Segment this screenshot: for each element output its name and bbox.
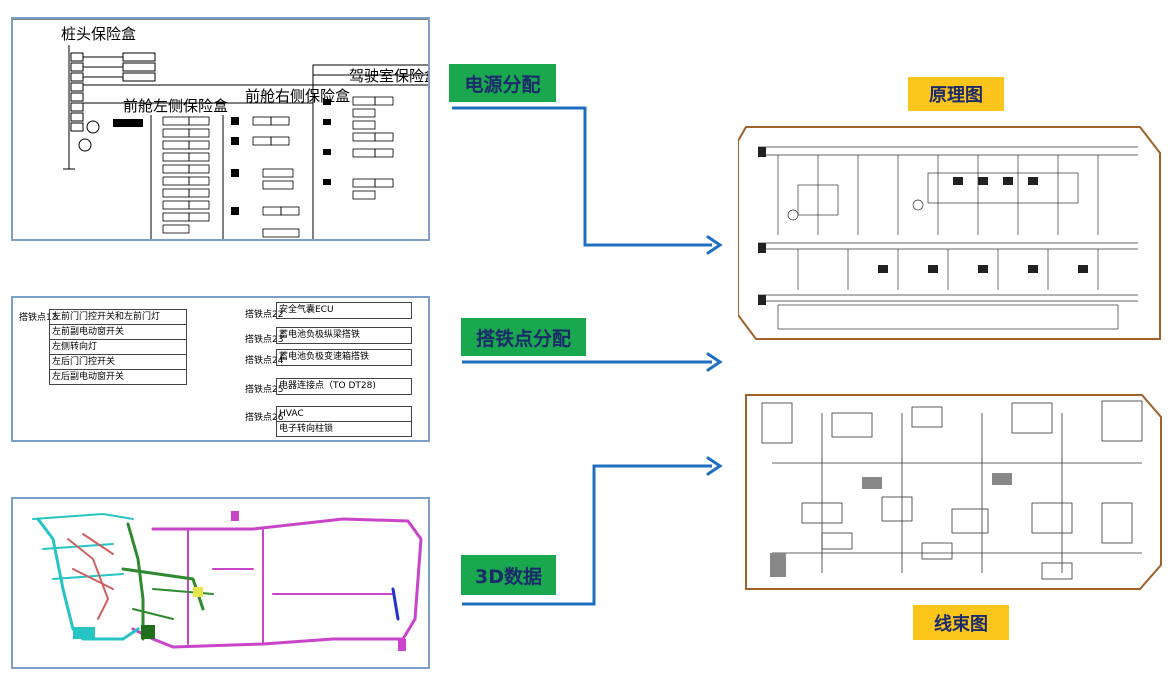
ground-13-item-2: 左前副电动窗开关 — [49, 324, 187, 340]
harness-label: 线束图 — [913, 605, 1009, 640]
harness-drawing — [742, 393, 1163, 591]
ground-point-24-label: 搭铁点24 — [245, 356, 284, 366]
ground-distribution-label: 搭铁点分配 — [461, 318, 586, 356]
ground-23-item-1: 蓄电池负极纵梁搭铁 — [276, 327, 412, 344]
ground-26-item-2: 电子转向柱锁 — [276, 421, 412, 437]
schematic-drawing — [738, 125, 1163, 343]
ground-26-item-1: HVAC — [276, 406, 412, 422]
ground-22-item-1: 安全气囊ECU — [276, 302, 412, 319]
fuse-box-title-pile: 桩头保险盒 — [61, 25, 137, 43]
3d-data-label: 3D数据 — [461, 555, 556, 595]
ground-13-item-5: 左后副电动窗开关 — [49, 369, 187, 385]
fuse-box-panel: 桩头保险盒 前舱左侧保险盒 前舱右侧保险盒 驾驶室保险盒 — [11, 17, 430, 241]
ground-point-13-label: 搭铁点13 — [19, 313, 58, 323]
fuse-box-wiring — [13, 19, 428, 239]
ground-point-25-label: 搭铁点25 — [245, 385, 284, 395]
ground-point-26-label: 搭铁点26 — [245, 413, 284, 423]
ground-13-item-1: 左前门门控开关和左前门灯 — [49, 309, 187, 325]
ground-25-item-1: 电器连接点（TO DT28) — [276, 378, 412, 395]
ground-13-item-4: 左后门门控开关 — [49, 354, 187, 370]
harness-3d-panel — [11, 497, 430, 669]
arrow-power — [452, 106, 712, 247]
fuse-box-title-cab: 驾驶室保险盒 — [349, 67, 428, 85]
schematic-label: 原理图 — [908, 77, 1004, 111]
ground-24-item-1: 蓄电池负极变速箱搭铁 — [276, 349, 412, 366]
ground-13-item-3: 左侧转向灯 — [49, 339, 187, 355]
power-distribution-label: 电源分配 — [449, 64, 556, 102]
ground-point-22-label: 搭铁点22 — [245, 310, 284, 320]
ground-point-panel: 搭铁点13 左前门门控开关和左前门灯 左前副电动窗开关 左侧转向灯 左后门门控开… — [11, 296, 430, 442]
fuse-box-title-front-left: 前舱左侧保险盒 — [123, 97, 229, 115]
harness-3d-model — [32, 511, 423, 651]
ground-point-23-label: 搭铁点23 — [245, 335, 284, 345]
